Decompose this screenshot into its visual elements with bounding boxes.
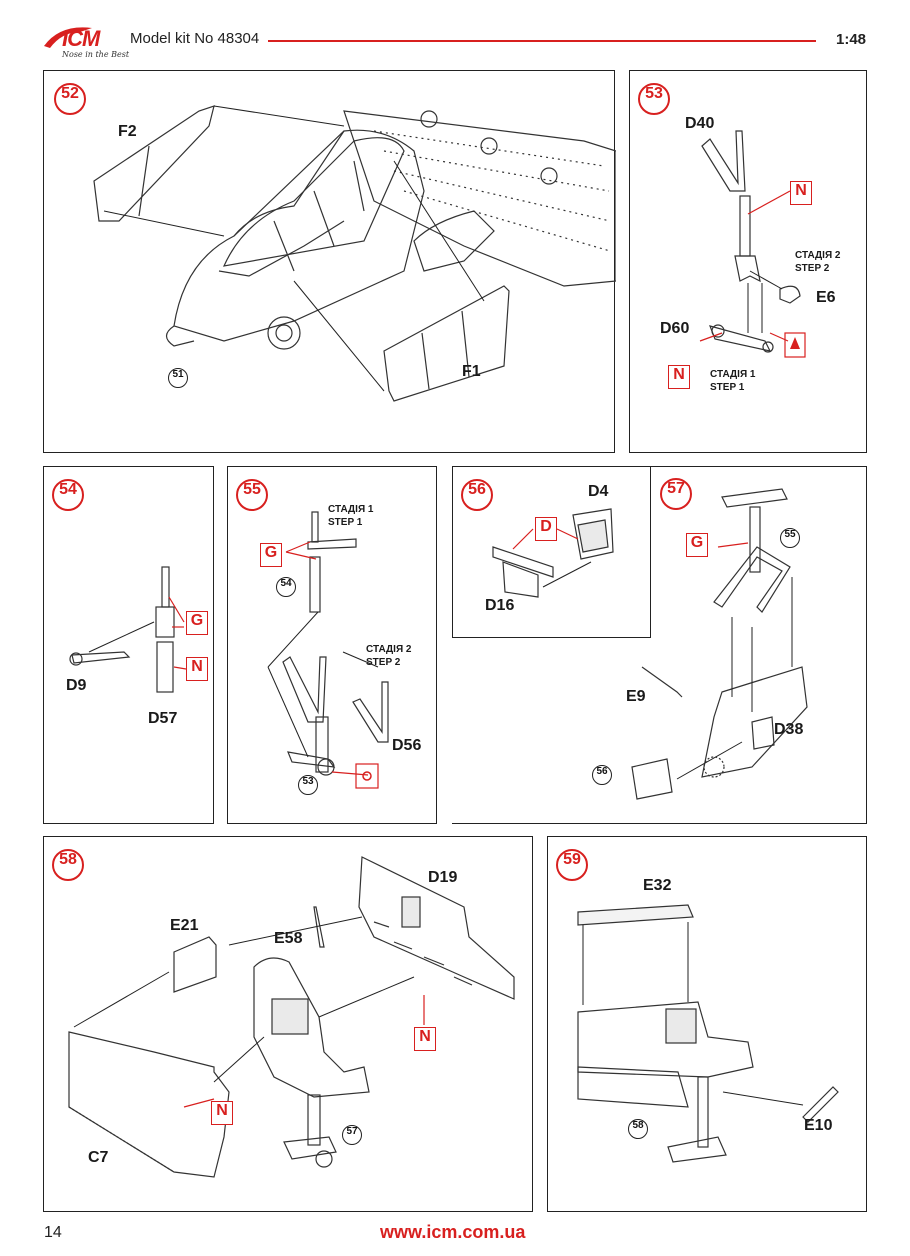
page-header: ICM Nose in the Best Model kit No 48304 … bbox=[0, 0, 910, 60]
step-number-badge: 57 bbox=[660, 478, 692, 510]
step-number-badge: 56 bbox=[461, 479, 493, 511]
strut-assembly-illustration bbox=[69, 566, 187, 693]
main-gear-assembly-illustration bbox=[267, 511, 389, 789]
paint-marker-n: N bbox=[414, 1027, 436, 1051]
step-number-badge: 55 bbox=[236, 479, 268, 511]
part-label-d4: D4 bbox=[588, 483, 609, 500]
part-label-d60: D60 bbox=[660, 320, 690, 337]
part-label-d40: D40 bbox=[685, 115, 715, 132]
step-reference-56: 56 bbox=[592, 765, 612, 785]
step-54-panel: 54 D9 D57 G N bbox=[43, 466, 214, 824]
step-number-badge: 59 bbox=[556, 849, 588, 881]
paint-marker-g: G bbox=[686, 533, 708, 557]
step-59-panel: 59 E32 E10 58 bbox=[547, 836, 867, 1212]
part-label-d19: D19 bbox=[428, 869, 458, 886]
paint-marker-n: N bbox=[668, 365, 690, 389]
part-label-d56: D56 bbox=[392, 737, 422, 754]
scale-label: 1:48 bbox=[836, 31, 867, 48]
part-label-c7: C7 bbox=[88, 1149, 109, 1166]
step-number-badge: 53 bbox=[638, 83, 670, 115]
step-reference-58: 58 bbox=[628, 1119, 648, 1139]
part-label-e58: E58 bbox=[274, 930, 303, 947]
step-reference-57: 57 bbox=[342, 1125, 362, 1145]
kit-number: Model kit No 48304 bbox=[130, 30, 260, 47]
paint-marker-n: N bbox=[790, 181, 812, 205]
step-56-panel: 56 D4 D16 D bbox=[452, 466, 651, 638]
step-57-panel bbox=[452, 466, 867, 824]
paint-marker-n: N bbox=[186, 657, 208, 681]
step-reference-54: 54 bbox=[276, 577, 296, 597]
page-number: 14 bbox=[44, 1224, 62, 1241]
icm-logo-icon bbox=[44, 27, 92, 48]
logo-text: ICM bbox=[62, 26, 100, 51]
part-label-e6: E6 bbox=[816, 289, 836, 306]
seat-parts-illustration bbox=[492, 508, 614, 598]
step-number-badge: 52 bbox=[54, 83, 86, 115]
part-label-d9: D9 bbox=[66, 677, 87, 694]
paint-marker-n: N bbox=[211, 1101, 233, 1125]
paint-marker-d: D bbox=[535, 517, 557, 541]
part-label-d38: D38 bbox=[774, 721, 804, 738]
part-label-e10: E10 bbox=[804, 1117, 833, 1134]
rear-cockpit-assembly-illustration bbox=[68, 856, 515, 1178]
part-label-f1: F1 bbox=[462, 363, 481, 380]
step-58-panel: 58 D19 E21 E58 C7 N N 57 bbox=[43, 836, 533, 1212]
seat-cover-assembly-illustration bbox=[577, 904, 839, 1163]
paint-marker-g: G bbox=[186, 611, 208, 635]
step-number-badge: 54 bbox=[52, 479, 84, 511]
part-label-d16: D16 bbox=[485, 597, 515, 614]
header-rule bbox=[268, 40, 816, 42]
part-label-e21: E21 bbox=[170, 917, 199, 934]
paint-marker-g: G bbox=[260, 543, 282, 567]
logo-tagline: Nose in the Best bbox=[62, 50, 130, 59]
step-reference-53: 53 bbox=[298, 775, 318, 795]
part-label-f2: F2 bbox=[118, 123, 137, 140]
step-number-badge: 58 bbox=[52, 849, 84, 881]
part-label-e32: E32 bbox=[643, 877, 672, 894]
step-reference-55: 55 bbox=[780, 528, 800, 548]
seat-gear-assembly-illustration bbox=[631, 488, 808, 800]
website-link[interactable]: www.icm.com.ua bbox=[380, 1222, 526, 1242]
aircraft-cockpit-illustration bbox=[93, 105, 616, 402]
step-52-panel: 52 F2 F1 51 bbox=[43, 70, 616, 453]
part-label-d57: D57 bbox=[148, 710, 178, 727]
step-reference-51: 51 bbox=[168, 368, 188, 388]
landing-gear-strut-illustration bbox=[699, 130, 806, 358]
part-label-e9: E9 bbox=[626, 688, 646, 705]
